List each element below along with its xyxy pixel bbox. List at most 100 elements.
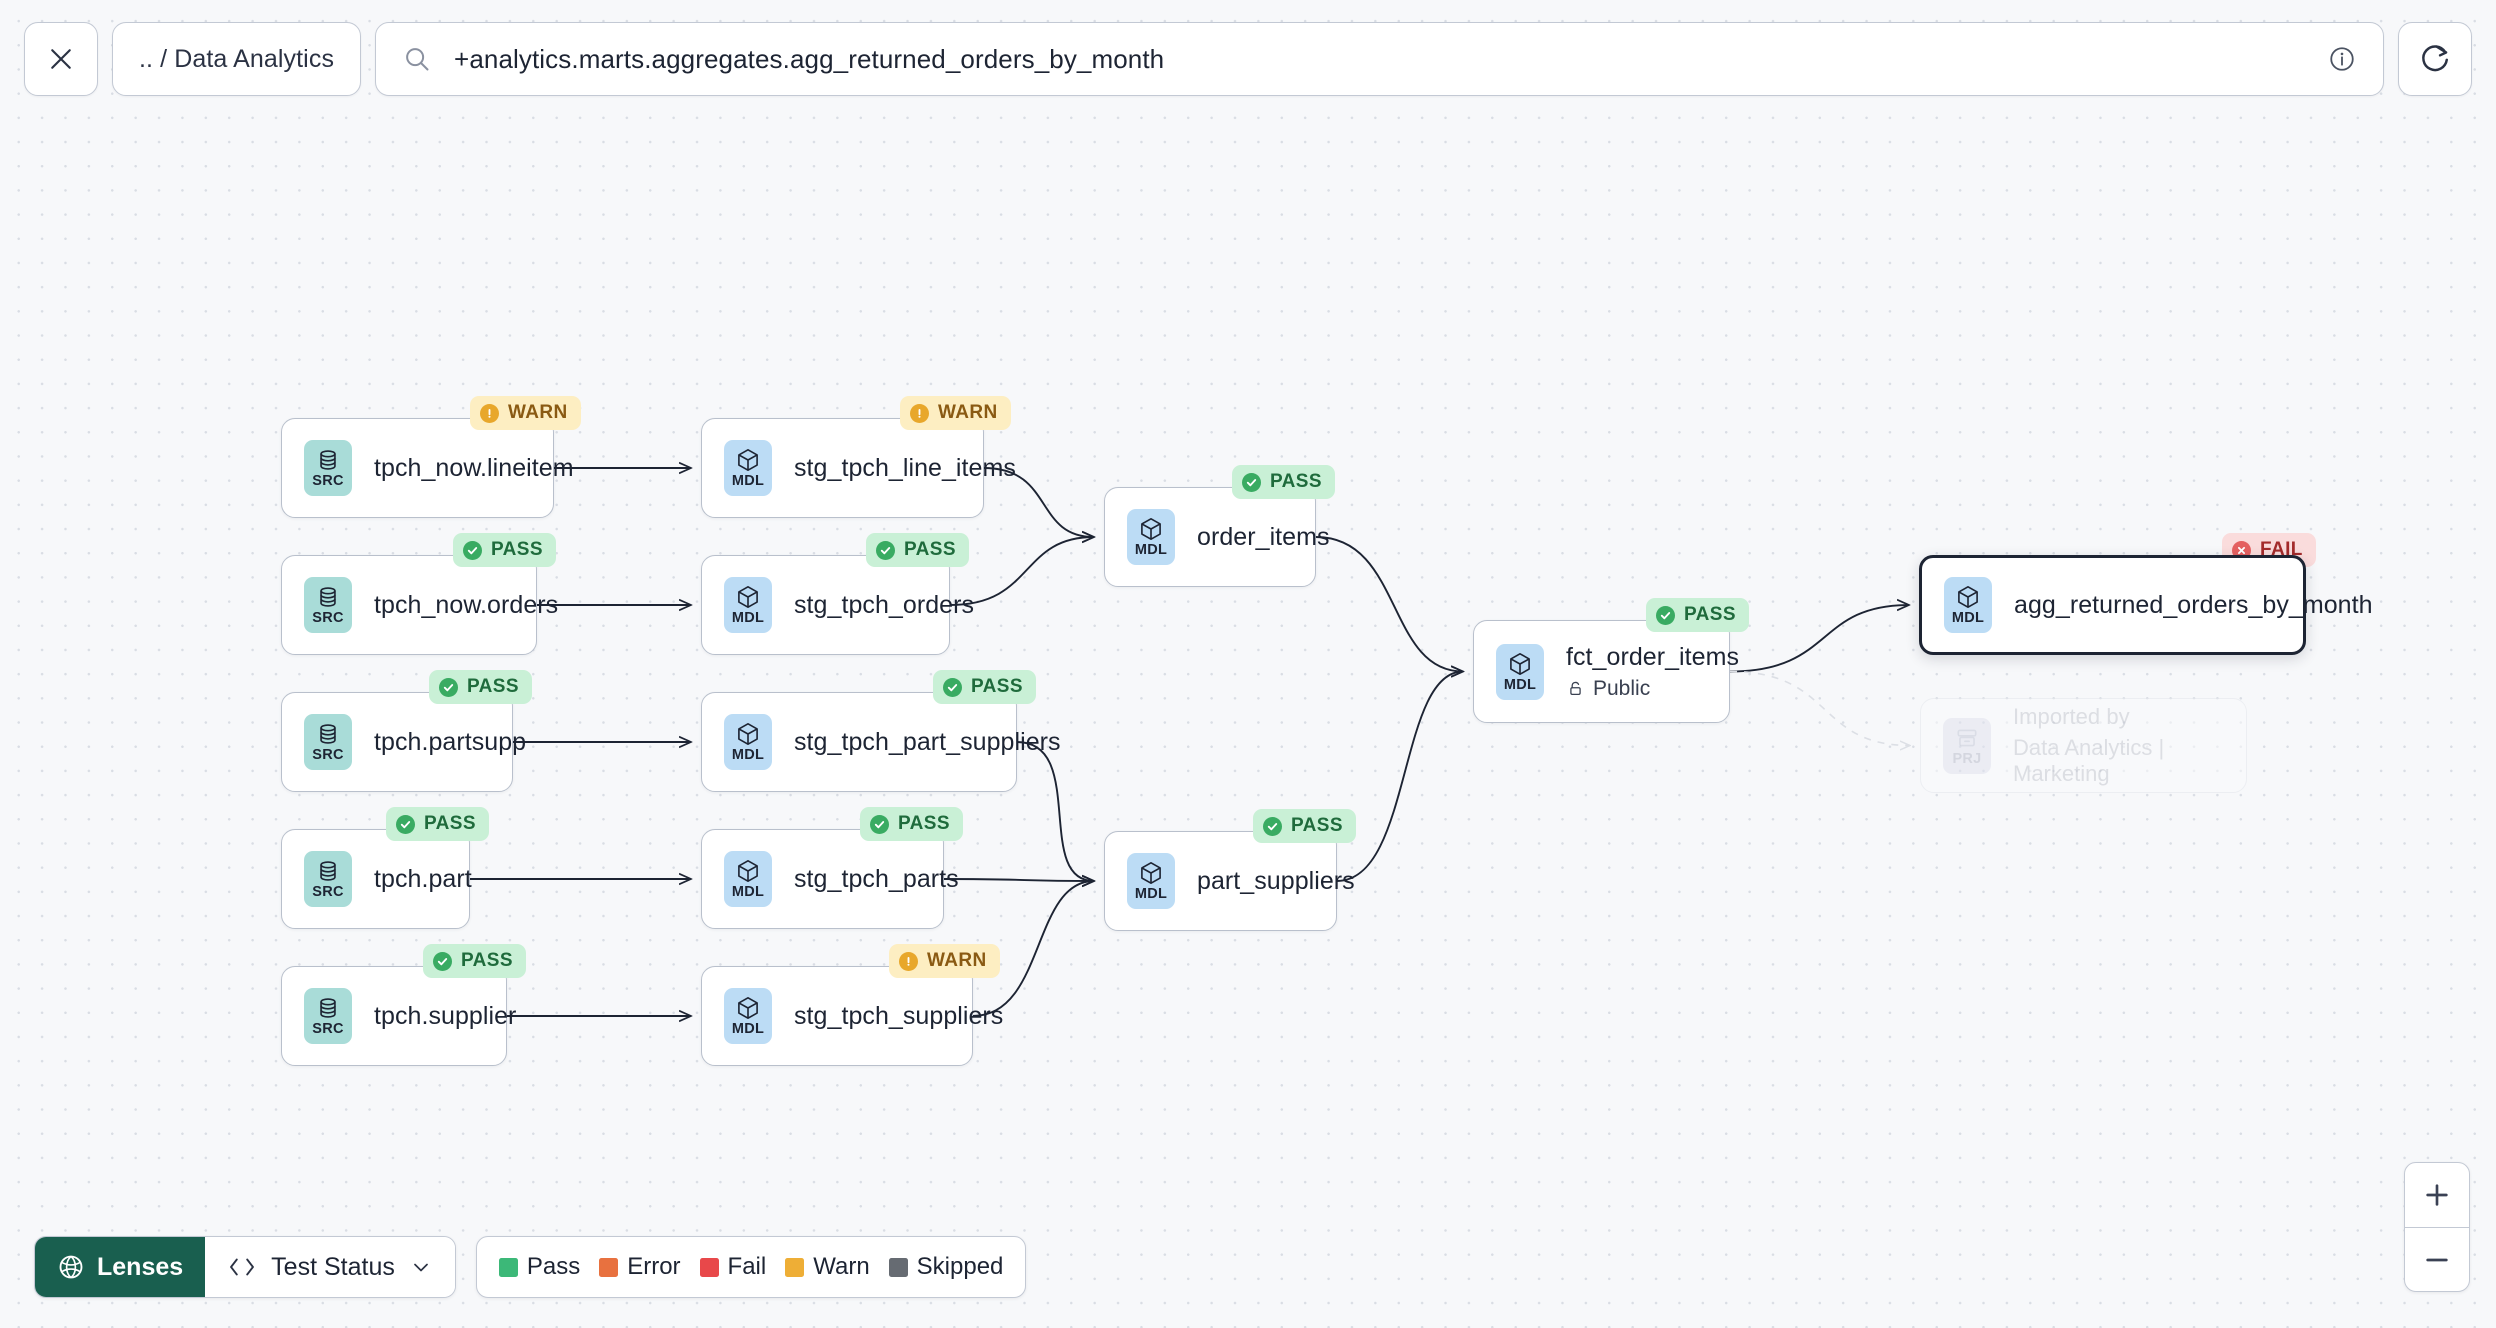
legend-item-skipped[interactable]: Skipped: [888, 1253, 1003, 1281]
node-subtitle-row: Public: [1566, 677, 1729, 701]
status-pass-icon: [943, 677, 962, 697]
status-badge-label: PASS: [1270, 471, 1322, 492]
node-body: tpch_now.orders: [374, 590, 559, 620]
lens-control-group: Lenses Test Status: [34, 1236, 456, 1298]
node-body: stg_tpch_orders: [794, 591, 974, 620]
close-button[interactable]: [24, 22, 98, 96]
search-input[interactable]: +analytics.marts.aggregates.agg_returned…: [454, 43, 1165, 74]
node-type-label: SRC: [312, 1021, 344, 1038]
minus-icon: [2426, 1258, 2448, 1261]
legend-swatch-fail: [699, 1257, 719, 1277]
node-title: fct_order_items: [1566, 642, 1740, 671]
status-warn-icon: [910, 403, 929, 423]
legend-item-warn[interactable]: Warn: [785, 1253, 870, 1281]
info-icon[interactable]: [2327, 44, 2357, 74]
node-title: stg_tpch_part_suppliers: [794, 727, 1061, 756]
graph-node-stg_tpch_orders[interactable]: MDL stg_tpch_orders: [701, 555, 974, 655]
graph-node-tpch_supplier[interactable]: SRC tpch.supplier: [281, 966, 517, 1066]
chevron-down-icon: [413, 1263, 428, 1272]
legend-swatch-pass: [498, 1257, 518, 1277]
status-badge-label: PASS: [461, 950, 513, 971]
mdl-type-icon: MDL: [1127, 853, 1175, 909]
status-badge-label: PASS: [1291, 815, 1343, 836]
legend-swatch-skipped: [888, 1257, 908, 1277]
node-body: stg_tpch_part_suppliers: [794, 727, 1061, 757]
zoom-in-button[interactable]: [2405, 1163, 2469, 1227]
status-badge-part_suppliers: PASS: [1253, 809, 1356, 843]
status-badge-tpch_supplier: PASS: [423, 944, 526, 978]
search-bar[interactable]: +analytics.marts.aggregates.agg_returned…: [375, 22, 2384, 96]
src-type-icon: SRC: [304, 577, 352, 633]
graph-node-tpch_now_orders[interactable]: SRC tpch_now.orders: [281, 555, 559, 655]
bottom-toolbar: Lenses Test Status Pass Error Fail Warn Skip…: [34, 1236, 1027, 1298]
lenses-label: Lenses: [97, 1252, 184, 1281]
plus-icon: [2426, 1184, 2448, 1206]
node-title: tpch_now.orders: [374, 590, 559, 619]
node-title: part_suppliers: [1197, 866, 1355, 895]
status-badge-stg_tpch_part_suppliers: PASS: [933, 670, 1036, 704]
status-badge-tpch_now_orders: PASS: [453, 533, 556, 567]
node-type-label: MDL: [1951, 610, 1985, 627]
node-type-label: MDL: [731, 610, 765, 627]
legend-item-fail[interactable]: Fail: [699, 1253, 766, 1281]
node-body: stg_tpch_suppliers: [794, 1002, 1003, 1031]
node-type-label: MDL: [1134, 886, 1168, 903]
refresh-button[interactable]: [2398, 22, 2472, 96]
node-type-label: MDL: [1134, 542, 1168, 559]
legend-label: Error: [627, 1253, 681, 1280]
lens-select[interactable]: Test Status: [205, 1237, 455, 1297]
node-body: order_items: [1197, 523, 1329, 552]
node-subtitle: Data Analytics | Marketing: [2013, 735, 2165, 786]
legend-swatch-warn: [785, 1257, 805, 1277]
graph-node-order_items[interactable]: MDL order_items: [1104, 487, 1329, 587]
status-badge-stg_tpch_suppliers: WARN: [889, 944, 1000, 978]
lock-icon: [1570, 681, 1581, 695]
node-body: tpch_now.lineitem: [374, 453, 574, 483]
graph-node-agg_returned_orders_by_month[interactable]: MDL agg_returned_orders_by_month: [1919, 555, 2373, 655]
mdl-type-icon: MDL: [724, 714, 772, 770]
src-type-icon: SRC: [304, 714, 352, 770]
status-fail-icon: [2232, 540, 2251, 560]
status-pass-icon: [1263, 816, 1282, 836]
status-warn-icon: [480, 403, 499, 423]
node-title: agg_returned_orders_by_month: [2014, 590, 2373, 619]
status-badge-tpch_now_lineitem: WARN: [470, 396, 581, 430]
status-badge-tpch_partsupp: PASS: [429, 670, 532, 704]
graph-node-stg_tpch_part_suppliers[interactable]: MDL stg_tpch_part_suppliers: [701, 692, 1061, 792]
lens-icon: [59, 1255, 83, 1279]
zoom-out-button[interactable]: [2405, 1227, 2469, 1291]
legend-item-pass[interactable]: Pass: [498, 1253, 580, 1281]
graph-node-part_suppliers[interactable]: MDL part_suppliers: [1104, 831, 1355, 931]
status-pass-icon: [1656, 605, 1675, 625]
code-icon: [230, 1258, 255, 1276]
breadcrumb[interactable]: .. / Data Analytics: [112, 22, 362, 96]
close-icon: [51, 49, 71, 69]
status-badge-label: PASS: [424, 813, 476, 834]
status-badge-stg_tpch_parts: PASS: [860, 807, 963, 841]
node-body: tpch.supplier: [374, 1001, 517, 1031]
node-type-label: SRC: [312, 884, 344, 901]
status-pass-icon: [433, 951, 452, 971]
status-pass-icon: [870, 814, 889, 834]
node-title: stg_tpch_line_items: [794, 453, 1016, 482]
status-badge-stg_tpch_orders: PASS: [866, 533, 969, 567]
node-title: tpch.supplier: [374, 1001, 517, 1030]
src-type-icon: SRC: [304, 851, 352, 907]
status-badge-tpch_part: PASS: [386, 807, 489, 841]
lenses-button[interactable]: Lenses: [35, 1237, 206, 1297]
node-subtitle-row: Data Analytics | Marketing: [2013, 735, 2246, 787]
mdl-type-icon: MDL: [724, 577, 772, 633]
legend-swatch-error: [599, 1257, 619, 1277]
node-title: stg_tpch_parts: [794, 864, 959, 893]
node-title: tpch_now.lineitem: [374, 453, 574, 482]
legend-item-error[interactable]: Error: [599, 1253, 681, 1281]
